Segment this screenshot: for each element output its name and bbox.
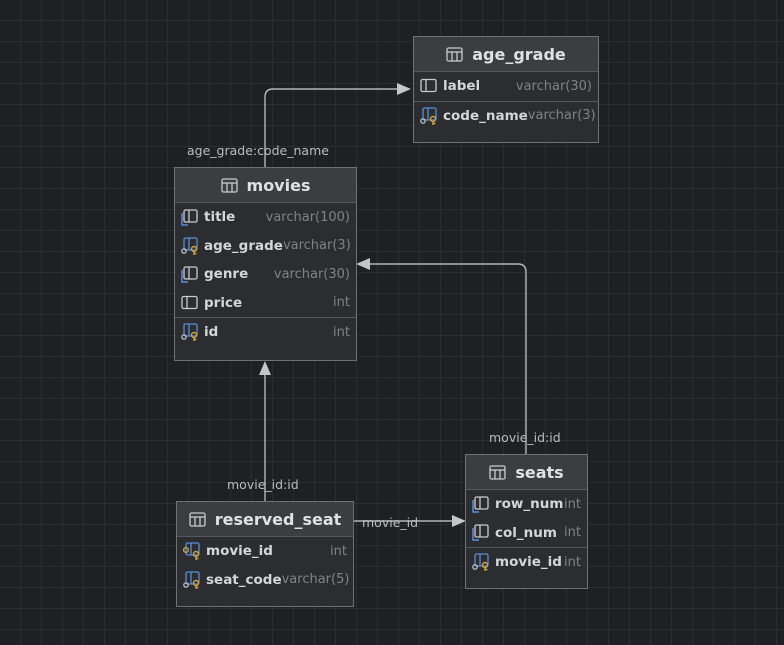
column-type: int — [333, 324, 350, 340]
column-name: genre — [204, 266, 249, 283]
table-icon — [220, 177, 238, 193]
relation-arrowhead — [397, 83, 411, 95]
relation-label: movie_id:id — [489, 430, 561, 445]
table-icon — [189, 511, 206, 527]
table-icon — [446, 46, 463, 62]
column-icon — [420, 77, 439, 95]
column-name: title — [204, 209, 236, 226]
table-header[interactable]: seats — [466, 455, 587, 490]
indexed-column-icon — [472, 524, 491, 542]
table-name: reserved_seat — [214, 509, 342, 529]
relation-movies-age-grade[interactable] — [264, 88, 398, 167]
column-type: int — [564, 554, 581, 570]
column-type: int — [564, 525, 581, 541]
column-name: code_name — [443, 107, 528, 124]
indexed-column-icon — [472, 495, 491, 513]
column-name: movie_id — [206, 543, 273, 560]
relation-seats-movies[interactable] — [370, 263, 527, 454]
column-row-title[interactable]: title varchar(100) — [175, 203, 356, 232]
column-name: age_grade — [204, 237, 283, 254]
relation-arrowhead — [259, 361, 271, 375]
composite-key-column-icon — [183, 542, 202, 561]
column-type: varchar(100) — [265, 209, 350, 225]
foreign-key-column-icon — [181, 237, 200, 255]
column-name: price — [204, 294, 243, 311]
table-header[interactable]: age_grade — [414, 37, 598, 72]
relation-arrowhead — [452, 515, 466, 527]
indexed-column-icon — [181, 208, 200, 226]
column-icon — [181, 294, 200, 312]
column-row-label[interactable]: label varchar(30) — [414, 72, 598, 101]
column-name: seat_code — [206, 571, 282, 588]
relation-arrowhead — [356, 258, 370, 270]
column-row-price[interactable]: price int — [175, 289, 356, 318]
column-type: varchar(3) — [282, 238, 351, 254]
column-type: varchar(5) — [281, 572, 350, 588]
column-name: id — [204, 324, 219, 341]
column-row-id[interactable]: id int — [175, 317, 356, 347]
column-type: int — [333, 295, 350, 311]
relation-label: age_grade:code_name — [187, 143, 329, 158]
table-header[interactable]: reserved_seat — [177, 502, 353, 537]
column-name: label — [443, 78, 481, 95]
column-name: col_num — [495, 524, 557, 541]
table-name: movies — [246, 175, 311, 195]
column-type: int — [564, 496, 581, 512]
column-type: varchar(30) — [515, 78, 592, 94]
column-type: varchar(3) — [527, 108, 596, 124]
column-name: row_num — [495, 496, 564, 513]
relation-label: movie_id — [362, 515, 419, 530]
column-name: movie_id — [495, 554, 562, 571]
column-row-genre[interactable]: genre varchar(30) — [175, 260, 356, 289]
table-header[interactable]: movies — [175, 168, 356, 203]
column-type: varchar(30) — [273, 266, 350, 282]
relation-label: movie_id:id — [227, 477, 299, 492]
column-row-movie-id[interactable]: movie_id int — [177, 537, 353, 566]
column-type: int — [330, 543, 347, 559]
table-icon — [489, 464, 506, 480]
indexed-column-icon — [181, 265, 200, 283]
primary-key-column-icon — [420, 107, 439, 125]
column-row-col-num[interactable]: col_num int — [466, 519, 587, 548]
table-name: seats — [515, 462, 564, 482]
primary-key-column-icon — [181, 323, 200, 342]
foreign-key-column-icon — [472, 553, 491, 572]
primary-key-column-icon — [183, 571, 202, 589]
table-name: age_grade — [472, 44, 566, 64]
